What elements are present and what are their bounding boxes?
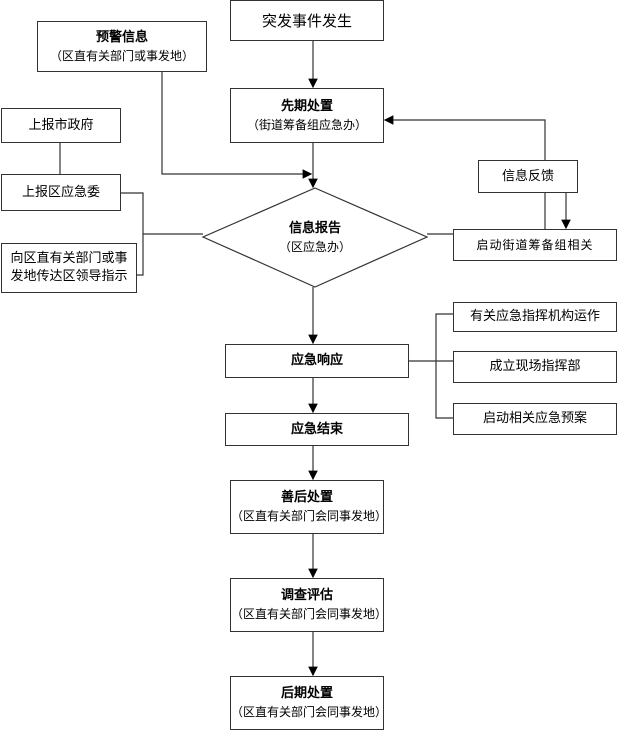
event-occurs-box: 突发事件发生 (230, 0, 384, 41)
response-option-box: 成立现场指挥部 (453, 351, 617, 383)
aftermath-box: 善后处置（区直有关部门会同事发地） (230, 480, 387, 534)
report-city-box: 上报市政府 (1, 108, 121, 143)
info-report-diamond: 信息报告（区应急办） (278, 220, 351, 254)
investigation-box: 调查评估（区直有关部门会同事发地） (230, 578, 387, 632)
emergency-response-box: 应急响应 (225, 344, 409, 378)
start-street-group-box: 启动街道筹备组相关 (453, 229, 617, 261)
later-handling-box: 后期处置（区直有关部门会同事发地） (230, 676, 387, 730)
initial-handling-box: 先期处置（街道筹备组应急办） (230, 88, 384, 143)
info-feedback-box: 信息反馈 (478, 160, 578, 193)
response-option-box: 有关应急指挥机构运作 (453, 302, 617, 332)
response-option-box: 启动相关应急预案 (453, 403, 617, 435)
emergency-end-box: 应急结束 (225, 413, 409, 446)
relay-instructions-box: 向区直有关部门或事发地传达区领导指示 (1, 243, 137, 293)
report-committee-box: 上报区应急委 (1, 174, 121, 211)
warning-info-box: 预警信息（区直有关部门或事发地） (37, 21, 207, 72)
